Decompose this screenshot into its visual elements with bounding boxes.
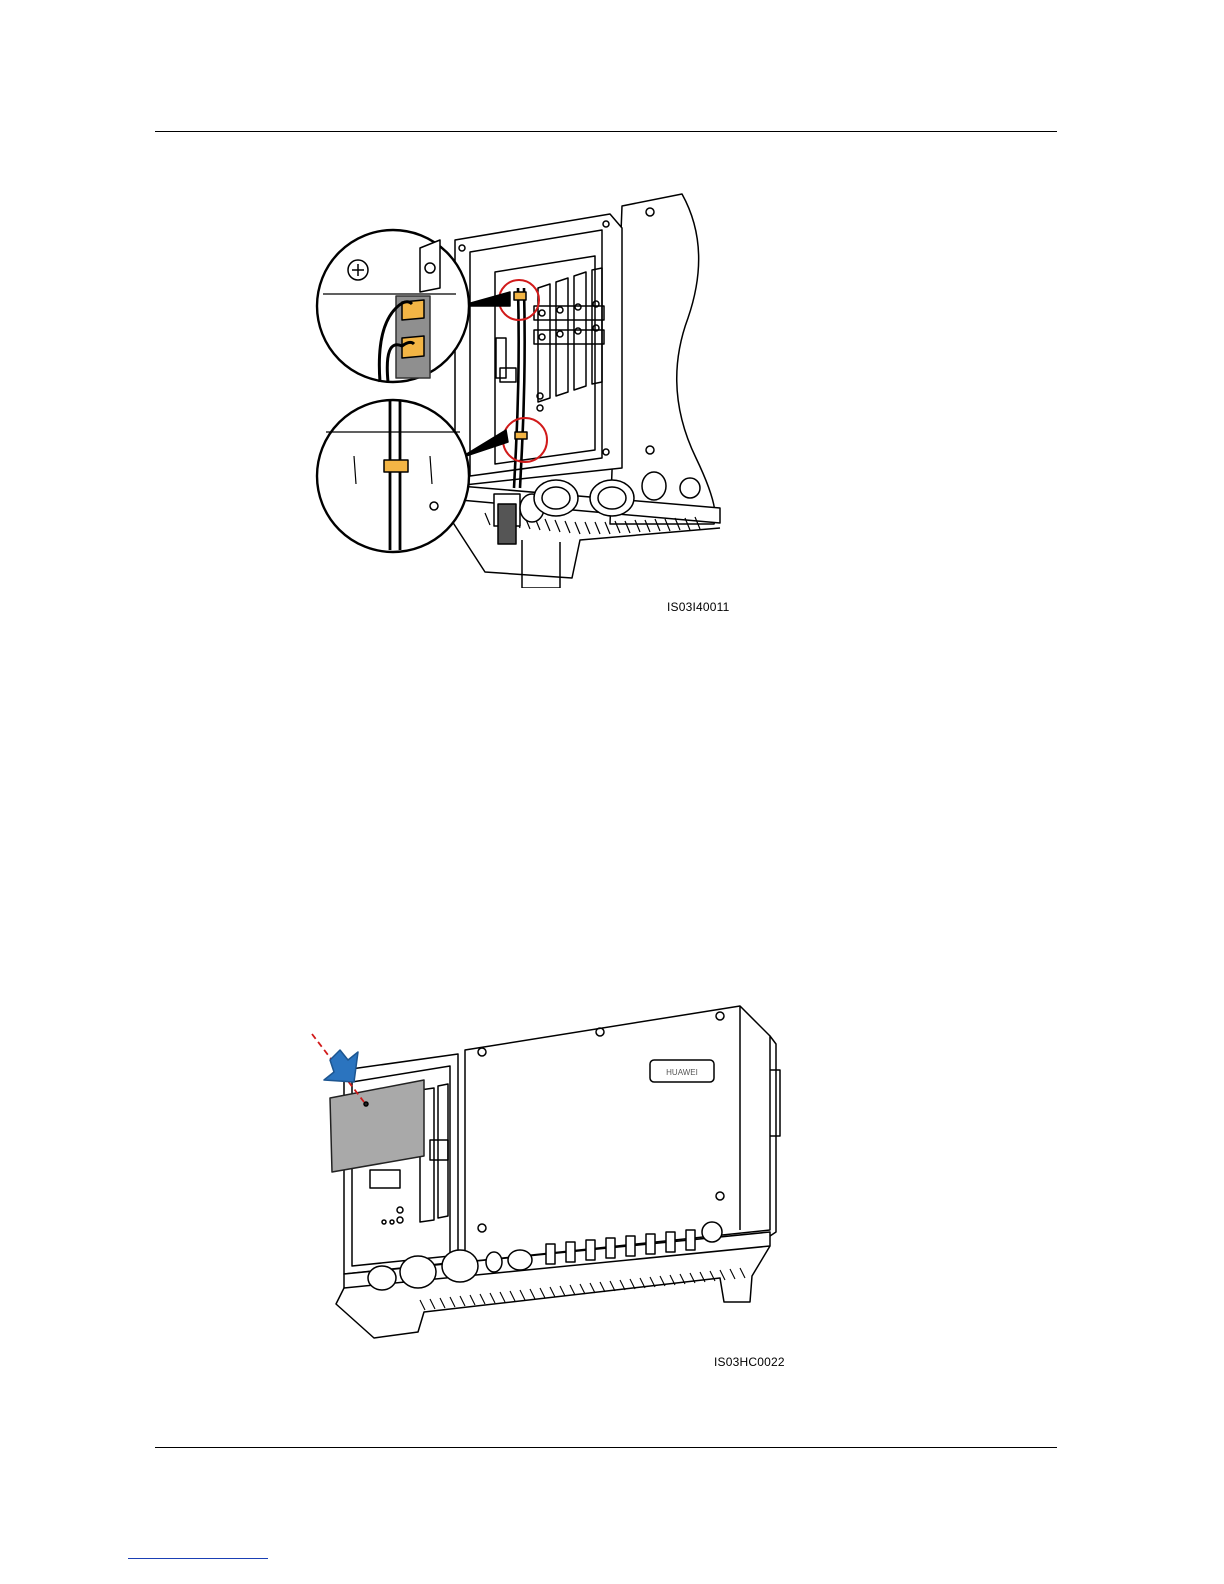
figure-code-1: IS03I40011 bbox=[667, 600, 730, 614]
figure-cable-ties bbox=[310, 188, 730, 588]
figure-code-2: IS03HC0022 bbox=[714, 1355, 785, 1369]
footnote-link-underline bbox=[128, 1558, 268, 1559]
footer-rule bbox=[155, 1447, 1057, 1448]
figure-cover-install: HUAWEI bbox=[300, 1000, 790, 1345]
brand-logo-text: HUAWEI bbox=[666, 1068, 698, 1077]
header-rule bbox=[155, 131, 1057, 132]
